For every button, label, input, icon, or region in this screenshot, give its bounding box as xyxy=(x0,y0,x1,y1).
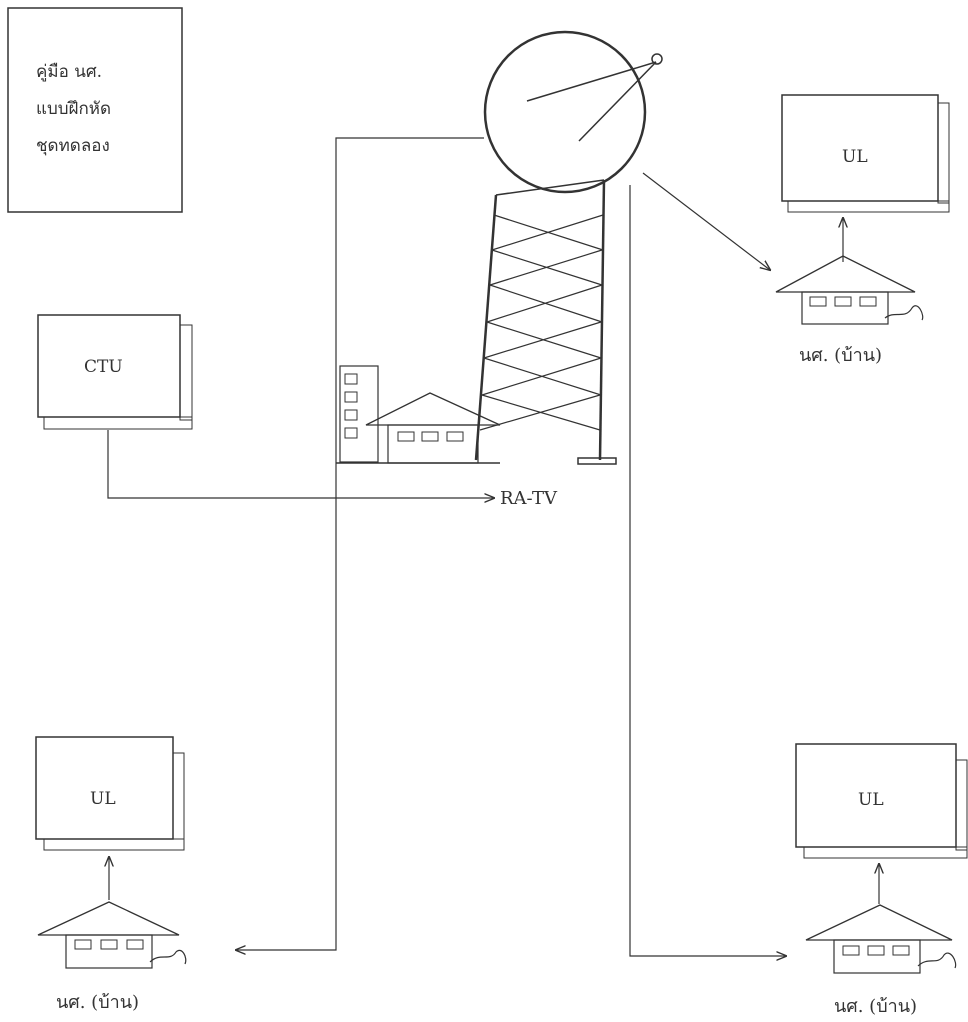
link-to-top-right xyxy=(642,172,770,270)
house-icon xyxy=(37,901,187,969)
unit-top-right: UL นศ. (บ้าน) xyxy=(775,94,950,366)
manual-line-2: แบบฝึกหัด xyxy=(36,99,111,119)
unit-bottom-right: UL นศ. (บ้าน) xyxy=(795,743,968,1017)
ctu-label: CTU xyxy=(84,357,123,377)
house-label: นศ. (บ้าน) xyxy=(799,345,882,366)
house-icon xyxy=(805,904,957,974)
building-icon xyxy=(336,365,501,464)
manual-line-1: คู่มือ นศ. xyxy=(36,62,102,82)
link-to-bottom-right xyxy=(629,185,786,956)
satellite-dish-icon xyxy=(483,30,663,194)
unit-bottom-left: UL นศ. (บ้าน) xyxy=(35,736,187,1013)
station-label: RA-TV xyxy=(500,488,558,509)
house-icon xyxy=(775,255,924,325)
link-to-bottom-left xyxy=(236,137,484,950)
ctu-link-line xyxy=(107,430,494,498)
manual-line-3: ชุดทดลอง xyxy=(36,136,110,156)
tv-screen-label: UL xyxy=(858,790,884,810)
tower-icon xyxy=(474,179,617,465)
tv-screen-label: UL xyxy=(90,789,116,809)
manual-box: คู่มือ นศ. แบบฝึกหัด ชุดทดลอง xyxy=(7,7,183,213)
ctu-monitor: CTU xyxy=(37,314,193,430)
house-label: นศ. (บ้าน) xyxy=(56,992,139,1013)
tv-screen-label: UL xyxy=(842,147,868,167)
house-label: นศ. (บ้าน) xyxy=(834,996,917,1017)
